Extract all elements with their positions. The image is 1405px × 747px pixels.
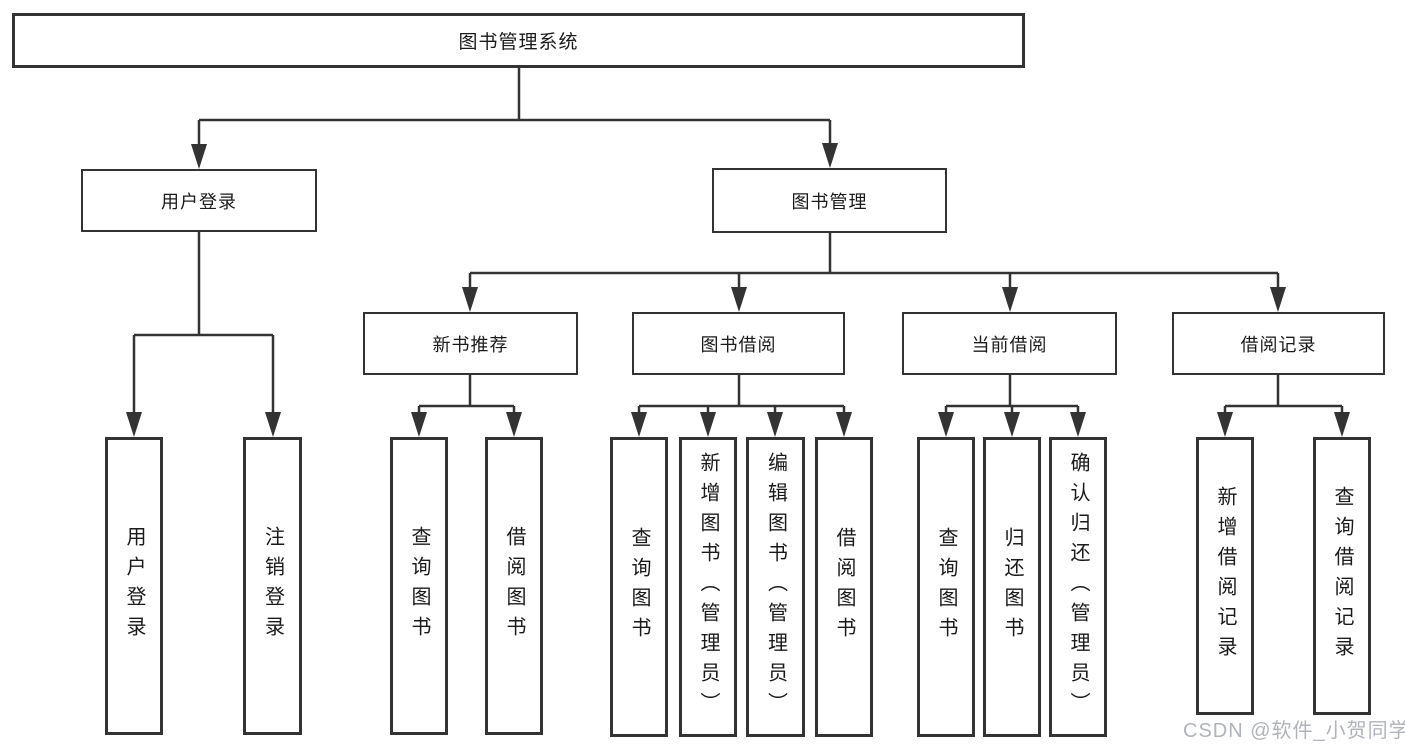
leaf-recommend-query-books: 查询图书 — [390, 437, 448, 735]
leaf-borrow-books-label: 借阅图书 — [833, 527, 855, 647]
leaf-confirm-return-admin: 确认归还（管理员） — [1049, 437, 1107, 737]
leaf-query-borrow-record: 查询借阅记录 — [1313, 437, 1371, 715]
node-root: 图书管理系统 — [12, 13, 1025, 68]
node-book-borrow-label: 图书借阅 — [700, 334, 777, 355]
node-user-login-branch-label: 用户登录 — [161, 191, 237, 212]
leaf-logout-label: 注销登录 — [261, 526, 284, 646]
node-borrow-records-label: 借阅记录 — [1240, 334, 1317, 355]
leaf-user-login-label: 用户登录 — [123, 526, 145, 646]
leaf-add-books-admin-label: 新增图书（管理员） — [697, 452, 719, 722]
watermark: CSDN @软件_小贺同学 — [1183, 720, 1405, 742]
leaf-return-books-label: 归还图书 — [1001, 527, 1023, 647]
node-book-management-branch: 图书管理 — [712, 168, 947, 233]
leaf-borrow-books: 借阅图书 — [815, 437, 873, 737]
leaf-edit-books-admin-label: 编辑图书（管理员） — [764, 452, 787, 722]
leaf-add-borrow-record: 新增借阅记录 — [1196, 437, 1254, 715]
leaf-edit-books-admin: 编辑图书（管理员） — [746, 437, 805, 737]
leaf-current-query-books: 查询图书 — [917, 437, 975, 737]
leaf-query-borrow-record-label: 查询借阅记录 — [1331, 486, 1353, 666]
leaf-recommend-borrow-books-label: 借阅图书 — [503, 526, 525, 646]
node-book-management-branch-label: 图书管理 — [791, 191, 868, 212]
leaf-borrow-query-books: 查询图书 — [610, 437, 668, 737]
node-root-label: 图书管理系统 — [458, 32, 579, 53]
leaf-recommend-borrow-books: 借阅图书 — [485, 437, 543, 735]
node-new-book-recommend-label: 新书推荐 — [432, 334, 509, 355]
node-book-borrow: 图书借阅 — [632, 312, 845, 375]
leaf-logout: 注销登录 — [243, 437, 302, 735]
node-user-login-branch: 用户登录 — [81, 169, 317, 232]
leaf-current-query-books-label: 查询图书 — [935, 527, 957, 647]
node-borrow-records: 借阅记录 — [1172, 312, 1385, 375]
node-current-borrow-label: 当前借阅 — [971, 334, 1048, 355]
leaf-add-borrow-record-label: 新增借阅记录 — [1214, 486, 1236, 666]
leaf-recommend-query-books-label: 查询图书 — [408, 526, 430, 646]
node-current-borrow: 当前借阅 — [902, 312, 1117, 375]
leaf-add-books-admin: 新增图书（管理员） — [679, 437, 737, 737]
leaf-borrow-query-books-label: 查询图书 — [628, 527, 650, 647]
leaf-return-books: 归还图书 — [983, 437, 1041, 737]
leaf-confirm-return-admin-label: 确认归还（管理员） — [1067, 452, 1089, 722]
node-new-book-recommend: 新书推荐 — [363, 312, 578, 375]
leaf-user-login: 用户登录 — [105, 437, 163, 735]
